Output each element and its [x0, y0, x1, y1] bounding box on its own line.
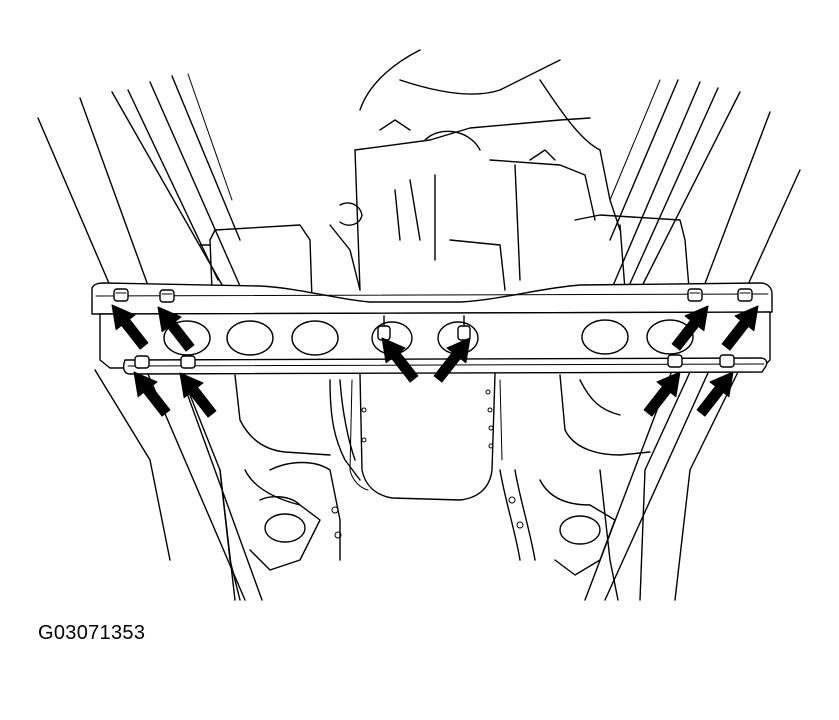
bold-arrow-icon: [157, 306, 195, 352]
bold-arrow-icon: [381, 337, 419, 383]
bolt-head: [134, 355, 150, 369]
bolt-head: [737, 288, 753, 302]
bold-arrow-icon: [179, 372, 217, 418]
bolt-head: [687, 288, 703, 302]
bolt-head: [667, 354, 683, 368]
crossmember-bolts: [113, 288, 753, 369]
bold-arrow-icon: [433, 337, 471, 383]
transmission-upper: [329, 49, 621, 291]
bolt-head: [719, 354, 735, 368]
right-frame-rail: [584, 79, 801, 601]
figure-code-label: G03071353: [38, 622, 146, 644]
bolt-head: [180, 355, 196, 369]
bold-arrow-icon: [133, 371, 171, 417]
lower-assemblies: [219, 374, 651, 601]
bold-arrow-icon: [721, 305, 759, 351]
callout-arrows: [111, 304, 759, 418]
bold-arrow-icon: [696, 371, 734, 417]
bold-arrow-icon: [111, 304, 149, 350]
bold-arrow-icon: [643, 371, 681, 417]
bolt-head: [113, 288, 129, 302]
bolt-stud: [457, 315, 471, 341]
oil-pan: [329, 373, 503, 501]
bold-arrow-icon: [671, 305, 709, 351]
side-housings: [199, 214, 691, 301]
crossmember: [91, 282, 773, 375]
bolt-head: [159, 289, 175, 303]
